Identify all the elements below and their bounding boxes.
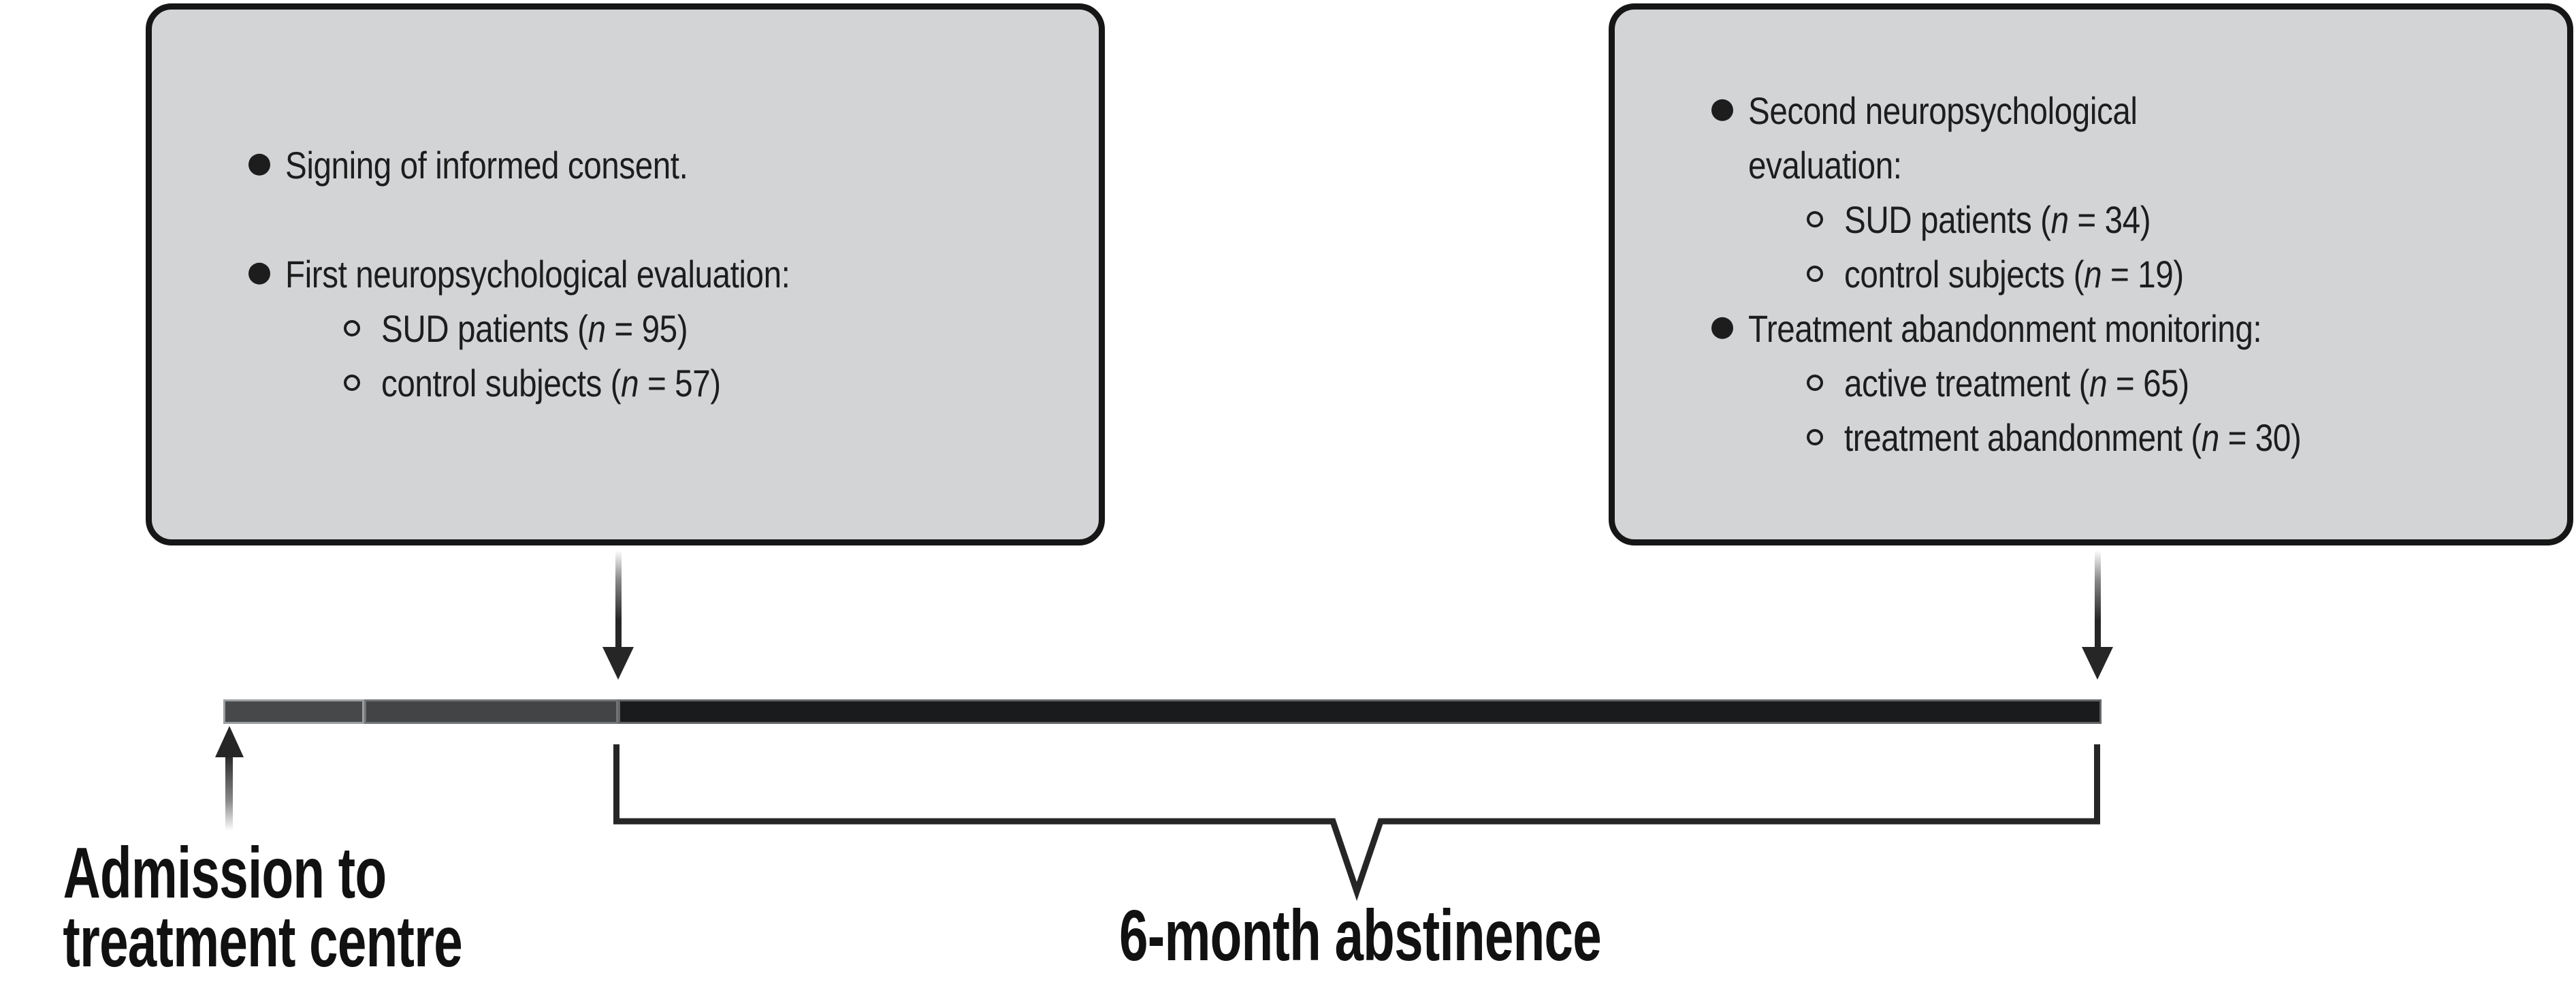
open-bullet-icon [1807,429,1823,446]
second-evaluation-box: Second neuropsychological evaluation: SUD … [1609,3,2573,545]
timeline-segment-admission [223,699,364,724]
abstinence-label: 6-month abstinence [1119,896,1602,976]
list-item: evaluation: [1615,138,2567,193]
admission-label-line2: treatment centre [63,902,462,982]
up-arrow-shaft-admission [225,755,233,831]
admission-label-line1: Admission to [63,833,387,913]
list-item: control subjects (n = 57) [152,356,1099,411]
list-item-text: Second neuropsychological [1748,89,2138,132]
open-bullet-icon [1807,375,1823,392]
list-item-text: control subjects (n = 57) [381,362,721,405]
admission-label: Admission to treatment centre [63,833,462,982]
timeline-segment-abstinence [618,699,2102,724]
open-bullet-icon [344,375,360,392]
filled-bullet-icon [1711,99,1733,121]
open-bullet-icon [344,320,360,337]
down-arrow-shaft-left [615,550,622,650]
list-item: SUD patients (n = 95) [152,302,1099,356]
timeline-segment-baseline [364,699,618,724]
down-arrow-head-right [2082,647,2113,680]
up-arrow-head-admission [215,726,244,757]
filled-bullet-icon [1711,317,1733,339]
list-item-text: Signing of informed consent. [285,144,688,187]
list-item: treatment abandonment (n = 30) [1615,411,2567,465]
open-bullet-icon [1807,266,1823,283]
list-item-text: control subjects (n = 19) [1844,253,2184,296]
list-item: Second neuropsychological [1615,84,2567,138]
filled-bullet-icon [248,262,270,285]
list-item-text: SUD patients (n = 34) [1844,198,2151,241]
list-item-text: active treatment (n = 65) [1844,362,2189,405]
list-item: Treatment abandonment monitoring: [1615,302,2567,356]
list-item: Signing of informed consent. [152,138,1099,193]
list-item-text: First neuropsychological evaluation: [285,253,790,296]
list-item-text: evaluation: [1748,144,1902,187]
list-item: SUD patients (n = 34) [1615,193,2567,247]
down-arrow-head-left [602,647,634,680]
filled-bullet-icon [248,153,270,176]
list-item: First neuropsychological evaluation: [152,247,1099,302]
first-evaluation-box: Signing of informed consent. First neurop… [146,3,1105,545]
abstinence-bracket-path [613,744,2100,901]
list-spacer [152,193,1099,247]
list-item-text: Treatment abandonment monitoring: [1748,307,2262,350]
down-arrow-shaft-right [2095,550,2101,650]
list-item: active treatment (n = 65) [1615,356,2567,411]
list-item-text: treatment abandonment (n = 30) [1844,416,2302,459]
list-item-text: SUD patients (n = 95) [381,307,688,350]
open-bullet-icon [1807,211,1823,228]
list-item: control subjects (n = 19) [1615,247,2567,302]
